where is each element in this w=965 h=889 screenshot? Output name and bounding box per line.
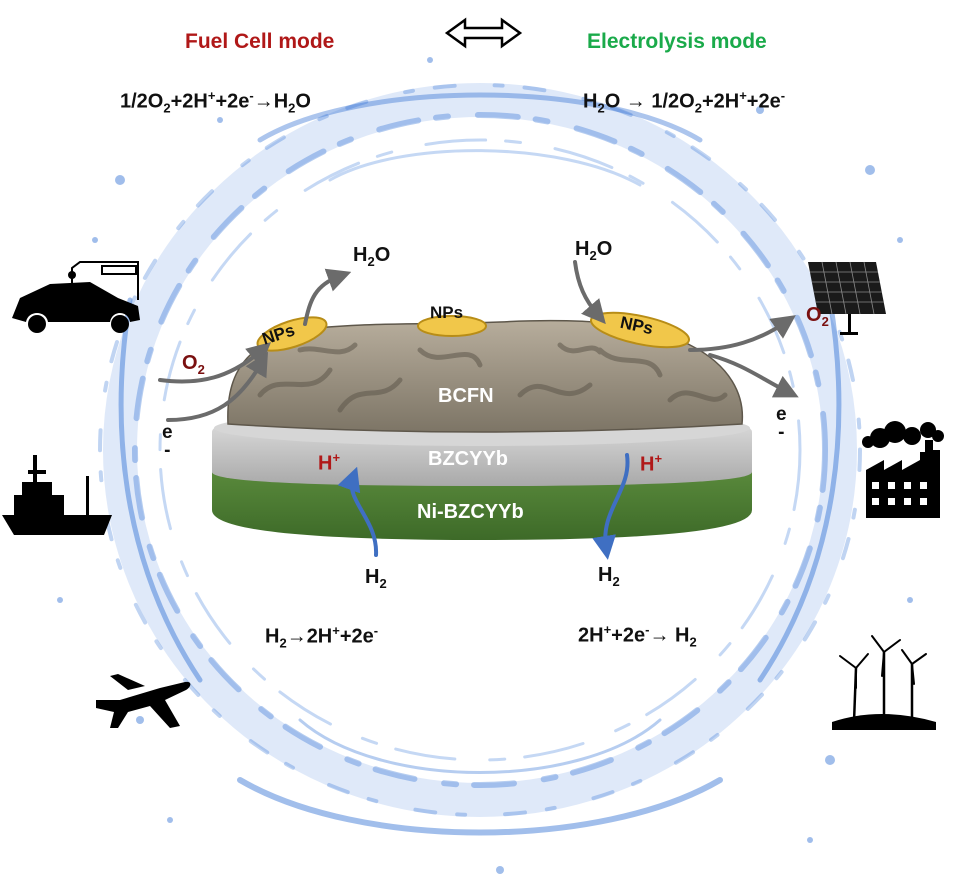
h2o-outflow-arrow xyxy=(303,268,352,326)
electron-inflow-arrow xyxy=(166,351,269,422)
o2-outflow-arrow xyxy=(688,315,796,352)
ship-icon xyxy=(2,455,112,535)
electron-right-label: e- xyxy=(776,404,787,443)
proton-arrows xyxy=(337,453,630,560)
airplane-icon xyxy=(96,674,191,728)
proton-right-label: H+ xyxy=(640,451,663,476)
cathode-texture xyxy=(257,342,728,413)
electrolysis-mode-title: Electrolysis mode xyxy=(587,30,767,53)
factory-icon xyxy=(862,421,944,518)
h2-product-label: H2 xyxy=(598,564,620,589)
h2-feed-label: H2 xyxy=(365,566,387,591)
anode-label: Ni-BZCYYb xyxy=(417,501,524,523)
wind-turbine-icon xyxy=(832,635,936,730)
proton-down-arrow xyxy=(592,453,630,560)
car-icon xyxy=(12,261,140,333)
water-droplets xyxy=(57,57,913,874)
solar-panel-icon xyxy=(808,261,886,335)
electron-outflow-arrow xyxy=(708,353,799,398)
h2o-inflow-arrow xyxy=(573,260,606,325)
double-arrow-icon xyxy=(444,17,523,49)
electron-left-label: e- xyxy=(162,422,173,461)
nanoparticle-center xyxy=(417,315,487,337)
fuel-cell-anode-reaction: H2→2H++2e- xyxy=(265,623,379,651)
cathode-label: BCFN xyxy=(438,385,494,407)
np-label-center: NPs xyxy=(430,303,464,322)
electrolyte-label: BZCYYb xyxy=(428,448,508,470)
fuel-cell-mode-title: Fuel Cell mode xyxy=(185,30,335,53)
o2-product-label: O2 xyxy=(806,304,829,329)
fuel-cell-cathode-reaction: 1/2O2+2H++2e-→H2O xyxy=(120,88,311,116)
proton-up-arrow xyxy=(337,466,379,557)
gas-flow-arrows xyxy=(158,260,799,422)
electrolysis-cathode-reaction: 2H++2e-→ H2 xyxy=(578,622,697,650)
o2-feed-label: O2 xyxy=(182,352,205,377)
h2o-product-label: H2O xyxy=(353,244,391,269)
water-splash-ring xyxy=(98,83,862,836)
h2o-feed-label: H2O xyxy=(575,238,613,263)
electrolysis-anode-reaction: H2O → 1/2O2+2H++2e- xyxy=(583,88,786,116)
proton-left-label: H+ xyxy=(318,450,341,475)
